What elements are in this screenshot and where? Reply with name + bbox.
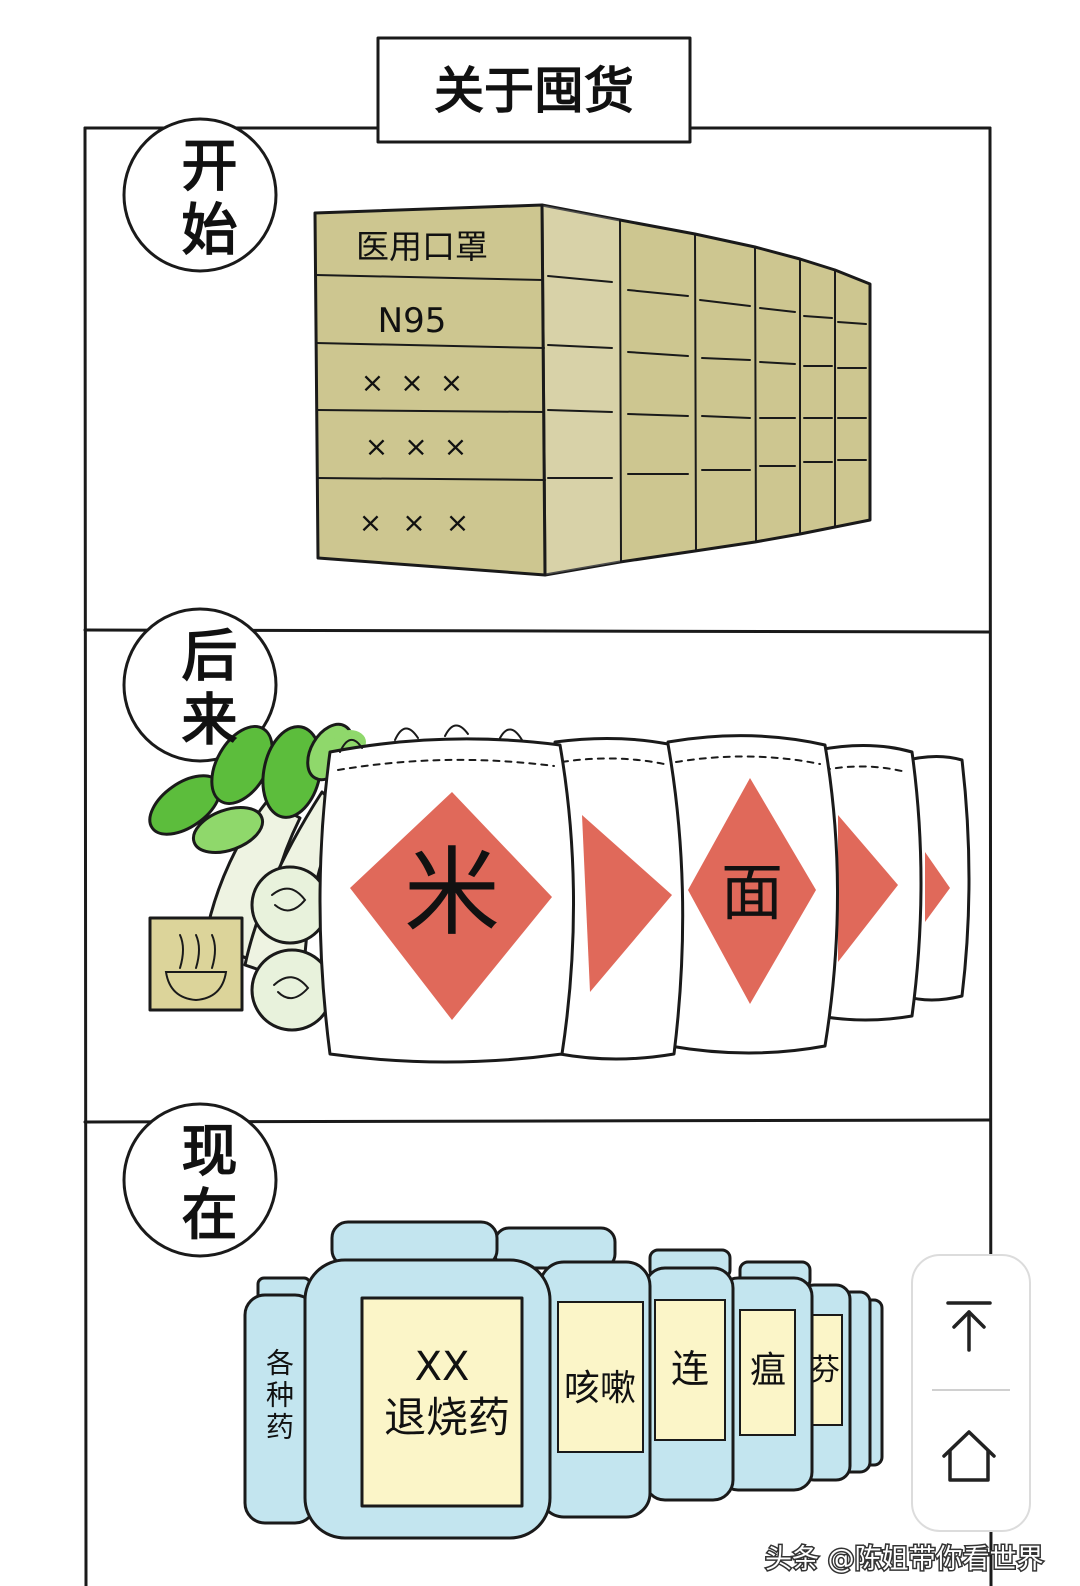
instant-noodle-pack <box>148 916 244 1012</box>
box-stack-side <box>540 203 872 577</box>
leaf <box>191 806 265 854</box>
panel-2-label: 后来 <box>172 626 237 754</box>
box-label-row-3: ××× <box>361 366 479 399</box>
jar-label-fever-line1: XX <box>415 1344 470 1390</box>
box-side-lines <box>547 219 867 563</box>
box-stack-front <box>313 203 547 577</box>
jar-label-lian: 连 <box>671 1347 709 1391</box>
bag-seam <box>337 758 555 771</box>
bag-red-mark <box>582 815 672 992</box>
cabbage <box>250 865 330 945</box>
cabbage <box>250 948 334 1032</box>
panel-1-badge <box>122 117 278 273</box>
rice-label: 米 <box>404 837 500 949</box>
jar-label-fever-line2: 退烧药 <box>384 1393 510 1442</box>
jar-label-wen: 瘟 <box>750 1350 786 1391</box>
jar-label-cough: 咳嗽 <box>564 1368 636 1409</box>
floating-toolbar-panel <box>911 1254 1031 1532</box>
jar-label <box>739 1309 796 1436</box>
box-side-highlight <box>542 205 620 575</box>
flour-label: 面 <box>721 856 783 929</box>
scroll-top-hit-area[interactable] <box>920 1265 1022 1383</box>
panel-3-badge <box>122 1102 278 1258</box>
jar-label <box>557 1301 644 1453</box>
bag-top-tufts <box>339 724 523 753</box>
mask-box-stack: 医用口罩 N95 ××× ××× ××× <box>313 203 872 577</box>
jar-label-fen: 芬 <box>810 1353 840 1388</box>
home-icon <box>942 1430 996 1482</box>
jar-label-various: 各种药 <box>262 1348 295 1444</box>
title-frame <box>376 36 692 144</box>
medicine-jars: 芬 瘟 连 咳嗽 XX 退烧药 <box>243 1220 884 1540</box>
rice-bag-diamond <box>350 792 552 1020</box>
cabbage-swirl <box>273 976 310 999</box>
floating-toolbar <box>911 1254 1031 1532</box>
jar-label <box>654 1299 726 1441</box>
panel-2-badge <box>122 607 278 763</box>
page-title: 关于囤货 <box>434 62 634 120</box>
jar-label <box>807 1314 843 1426</box>
panel-3-label: 现在 <box>172 1121 237 1249</box>
rice-flour-bags: 面 米 <box>318 724 971 1064</box>
flour-bag-diamond <box>688 778 816 1004</box>
box-label-row-5: ××× <box>359 506 489 539</box>
noodle-package <box>148 916 244 1012</box>
frame-left-line <box>83 126 88 1586</box>
panel-1-label: 开始 <box>172 136 237 264</box>
arrow-up-to-top-icon <box>946 1301 992 1352</box>
noodle-bowl <box>164 971 228 1002</box>
home-hit-area[interactable] <box>920 1398 1022 1516</box>
cabbage-swirl <box>271 887 307 912</box>
bag-red-mark <box>925 852 950 922</box>
source-caption: 头条 @陈姐带你看世界 <box>765 1544 1044 1575</box>
box-label-medical-mask: 医用口罩 <box>356 227 488 266</box>
bag-red-mark <box>838 815 898 962</box>
bag-seam <box>561 757 665 765</box>
scroll-top-button[interactable] <box>920 1265 1022 1383</box>
jar-label <box>360 1296 524 1508</box>
box-front-lines <box>315 274 546 481</box>
bag-seam <box>823 765 907 773</box>
title-box: 关于囤货 <box>376 36 692 144</box>
box-label-row-4: ××× <box>365 430 483 463</box>
box-label-n95: N95 <box>378 301 447 341</box>
home-button[interactable] <box>920 1398 1022 1516</box>
noodle-strands <box>179 934 216 969</box>
bag-seam <box>675 755 821 765</box>
